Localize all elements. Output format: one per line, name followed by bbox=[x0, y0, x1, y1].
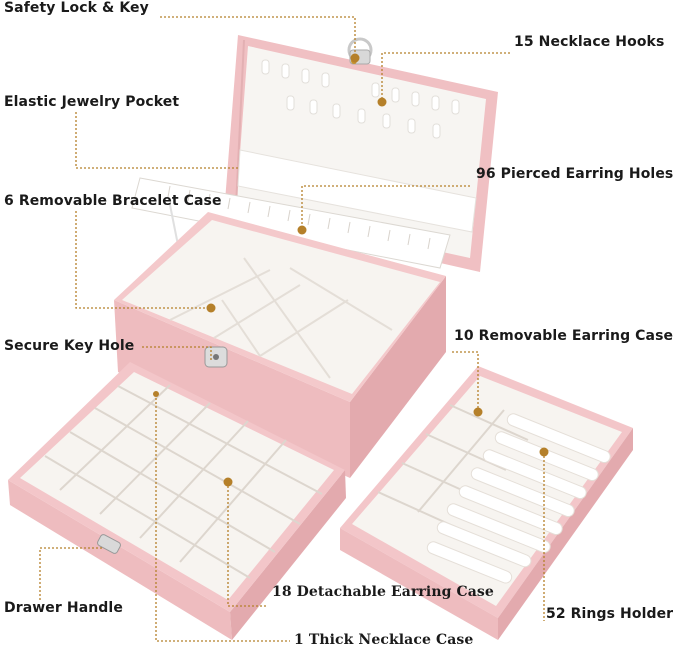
label-safety-lock: Safety Lock & Key bbox=[4, 0, 149, 16]
label-key-hole: Secure Key Hole bbox=[4, 338, 135, 354]
label-earring-case-18: 18 Detachable Earring Case bbox=[272, 584, 494, 600]
label-drawer-handle: Drawer Handle bbox=[4, 600, 123, 616]
label-necklace-case: 1 Thick Necklace Case bbox=[294, 632, 474, 648]
right-tray bbox=[340, 366, 633, 640]
leader-lines bbox=[39, 16, 545, 642]
callout-dots bbox=[153, 53, 549, 487]
label-bracelet-case: 6 Removable Bracelet Case bbox=[4, 193, 222, 209]
label-necklace-hooks: 15 Necklace Hooks bbox=[514, 34, 665, 50]
key-hole-hardware bbox=[204, 346, 228, 368]
left-drawer bbox=[8, 362, 346, 640]
label-earring-case-10: 10 Removable Earring Case bbox=[454, 328, 674, 344]
earring-panel bbox=[131, 177, 451, 269]
necklace-hooks bbox=[261, 59, 460, 139]
label-jewelry-pocket: Elastic Jewelry Pocket bbox=[4, 94, 180, 110]
box-body bbox=[114, 212, 446, 478]
label-earring-holes: 96 Pierced Earring Holes bbox=[476, 166, 674, 182]
label-rings-holder: 52 Rings Holder bbox=[546, 606, 674, 622]
